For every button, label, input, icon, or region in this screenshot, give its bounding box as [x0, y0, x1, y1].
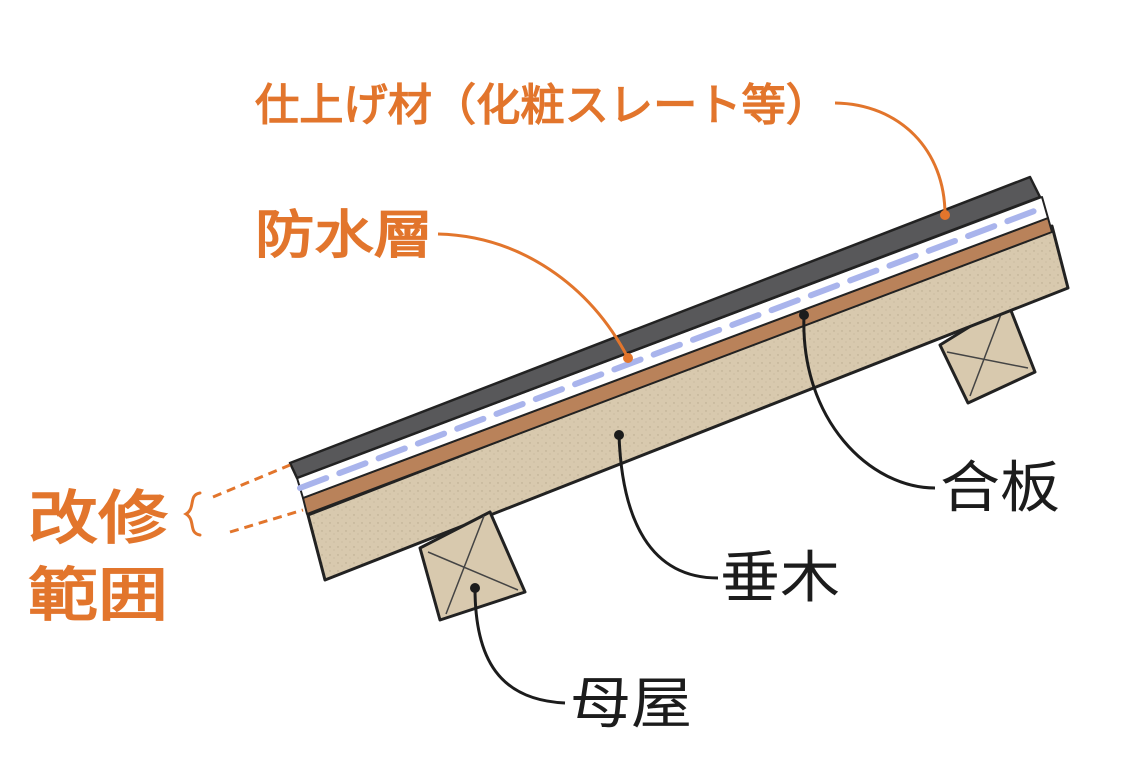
marker-purlin	[470, 583, 480, 593]
marker-rafter	[614, 430, 624, 440]
leader-plywood	[802, 314, 936, 490]
label-purlin: 母屋	[570, 672, 692, 737]
leader-rafter	[617, 434, 719, 580]
purlin-right	[938, 301, 1037, 405]
scope-guide-top	[212, 463, 291, 499]
slate-layer	[288, 175, 1042, 480]
rafter-body	[306, 224, 1070, 582]
label-renovation-scope-1: 改修	[28, 484, 169, 552]
scope-guide-bottom	[229, 508, 304, 534]
leader-finish-material	[834, 101, 947, 216]
purlin-left	[418, 510, 527, 622]
marker-plywood	[799, 310, 809, 320]
leader-purlin	[473, 587, 566, 705]
curly-brace-icon	[183, 491, 202, 537]
label-waterproof-layer: 防水層	[255, 206, 433, 266]
label-renovation-scope-2: 範囲	[28, 561, 168, 629]
marker-waterproof	[623, 353, 633, 363]
label-plywood: 合板	[940, 456, 1060, 521]
label-rafter: 垂木	[720, 546, 840, 611]
waterproof-dashes	[297, 204, 1048, 491]
marker-finish-material	[940, 210, 950, 220]
leader-waterproof	[437, 232, 630, 359]
label-finish-material: 仕上げ材（化粧スレート等）	[255, 80, 830, 131]
